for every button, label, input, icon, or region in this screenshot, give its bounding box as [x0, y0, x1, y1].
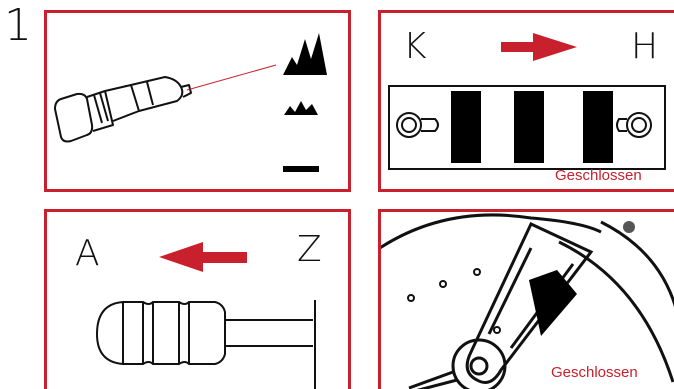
medium-intensity-icon — [284, 101, 318, 115]
high-intensity-icon — [283, 33, 327, 75]
arrow-left-icon — [159, 242, 247, 272]
nozzle-intensity-panel — [44, 10, 351, 192]
arrow-right-icon — [501, 33, 577, 61]
nozzle-illustration — [54, 33, 327, 172]
off-intensity-icon — [283, 166, 319, 172]
screw-icon — [623, 221, 635, 233]
dial-illustration — [381, 213, 674, 389]
kh-slider-panel: K H Geschlossen — [378, 10, 674, 192]
indicator-window — [529, 270, 577, 336]
step-number: 1 — [4, 0, 32, 51]
dot-indicator — [439, 280, 447, 288]
plunger-illustration — [95, 300, 316, 389]
h-label: H — [631, 26, 659, 67]
pointer-line — [186, 64, 277, 91]
a-label: A — [75, 233, 100, 274]
closed-caption: Geschlossen — [555, 167, 642, 184]
z-label: Z — [297, 229, 322, 270]
k-label: K — [403, 26, 427, 67]
slider-plate — [388, 85, 666, 170]
dial-panel: Geschlossen — [378, 209, 674, 389]
closed-caption: Geschlossen — [551, 364, 638, 381]
az-plunger-panel: A Z — [44, 209, 351, 389]
dot-indicator — [473, 268, 481, 276]
dot-indicator — [407, 294, 415, 302]
nozzle-handle — [54, 92, 94, 143]
